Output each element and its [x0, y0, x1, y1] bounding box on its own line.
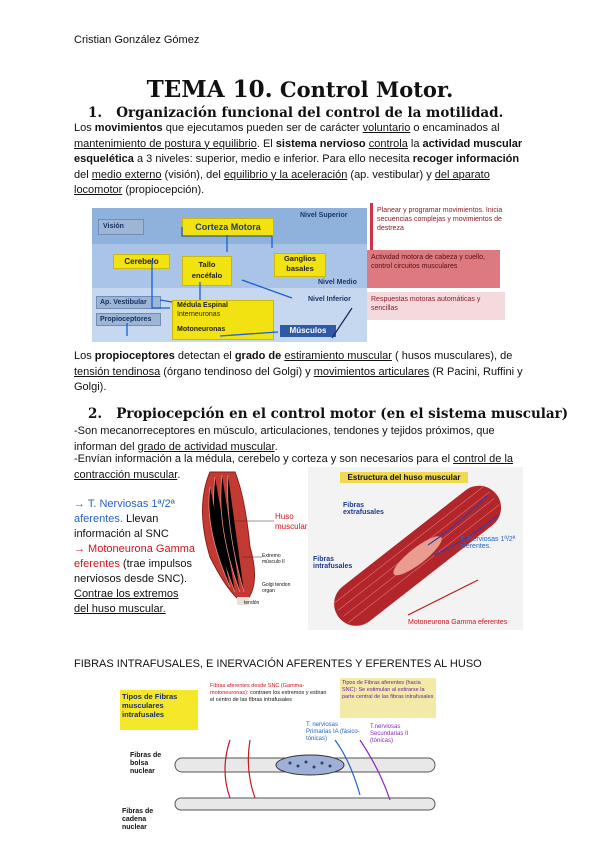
author-name: Cristian González Gómez [74, 34, 200, 46]
fibras-intra-label: Fibras intrafusales [313, 556, 353, 570]
note-superior: Planear y programar movimientos. Inicia … [370, 203, 511, 253]
note-inferior: Respuestas motoras automáticas y sencill… [367, 292, 505, 320]
title-main: TEMA 10. [146, 76, 273, 103]
propioceptores-box: Propioceptores [96, 313, 161, 326]
ganglios-box: Ganglios basales [274, 253, 326, 277]
tendon-label: tendón [244, 600, 260, 606]
section2-paragraph1: -Son mecanorreceptores en músculo, artic… [74, 425, 495, 453]
nivel-medio-label: Nivel Medio [318, 279, 357, 286]
title-sub: Control Motor. [279, 77, 454, 102]
nivel-inferior-label: Nivel Inferior [308, 296, 351, 303]
cadena-label: Fibras de cadena nuclear [122, 808, 154, 831]
medula-label: Médula Espinal [177, 302, 228, 309]
spindle-drawing [333, 485, 502, 626]
muscle-illustration [202, 471, 274, 605]
section2-heading: 2. Propiocepción en el control motor (en… [88, 406, 569, 422]
tipos-fibras-box: Tipos de Fibras musculares intrafusales [120, 690, 198, 730]
golgi-label: Golgi tendon organ [262, 582, 291, 594]
motoneuronas-label: Motoneuronas [177, 326, 226, 333]
bolsa-label: Fibras de bolsa nuclear [130, 752, 162, 775]
side-afferent-label: → T. Nerviosas 1ª/2ª aferentes. [74, 498, 175, 525]
ap-vestibular-box: Ap. Vestibular [96, 296, 161, 309]
secundarias-label: T.nerviosas Secundarias II (tónicas) [370, 724, 409, 744]
intrafusal-drawing [174, 739, 436, 811]
section1-heading: 1. Organización funcional del control de… [88, 105, 504, 121]
motoneurona-label: Motoneurona Gamma eferentes [408, 619, 508, 626]
vision-box: Visión [98, 219, 144, 235]
primarias-label: T. nerviosas Primarias IA (fásico-tónica… [306, 722, 360, 742]
section3-heading: FIBRAS INTRAFUSALES, E INERVACIÓN AFEREN… [74, 658, 482, 670]
fibras-extra-label: Fibras extrafusales [343, 502, 384, 516]
side-efferent-label: → Motoneurona Gamma eferentes [74, 543, 196, 570]
interneuronas-label: Interneuronas [177, 311, 221, 318]
spindle-title: Estructura del huso muscular [340, 472, 468, 483]
musculos-box: Músculos [280, 325, 336, 337]
t-nerviosas-label: T. Nerviosas 1ª/2ª aferentes. [460, 536, 516, 550]
nivel-superior-label: Nivel Superior [300, 212, 348, 219]
huso-label: Huso muscular [275, 512, 308, 531]
side-notes: → T. Nerviosas 1ª/2ª aferentes. Llevan i… [74, 498, 196, 615]
extremo-label: Extremo músculo II [262, 553, 285, 565]
section2-paragraph2: -Envían información a la médula, cerebel… [74, 453, 514, 481]
section1-paragraph: Los movimientos que ejecutamos pueden se… [74, 122, 523, 196]
tallo-box: Tallo encéfalo [182, 256, 232, 286]
aferentes-box: Tipos de Fibras aferentes (hacia SNC): S… [340, 678, 436, 718]
side-contract-label: Contrae los extremos del huso muscular. [74, 588, 179, 615]
page-title: TEMA 10. Control Motor. [0, 76, 600, 103]
note-medio: Actividad motora de cabeza y cuello, con… [367, 250, 500, 288]
cerebelo-box: Cerebelo [113, 254, 170, 269]
propioceptores-paragraph: Los propioceptores detectan el grado de … [74, 350, 523, 393]
diagram1-arrows [126, 227, 353, 339]
eferentes-text: Fibras aferentes desde SNC (Gamma-motone… [210, 683, 327, 703]
